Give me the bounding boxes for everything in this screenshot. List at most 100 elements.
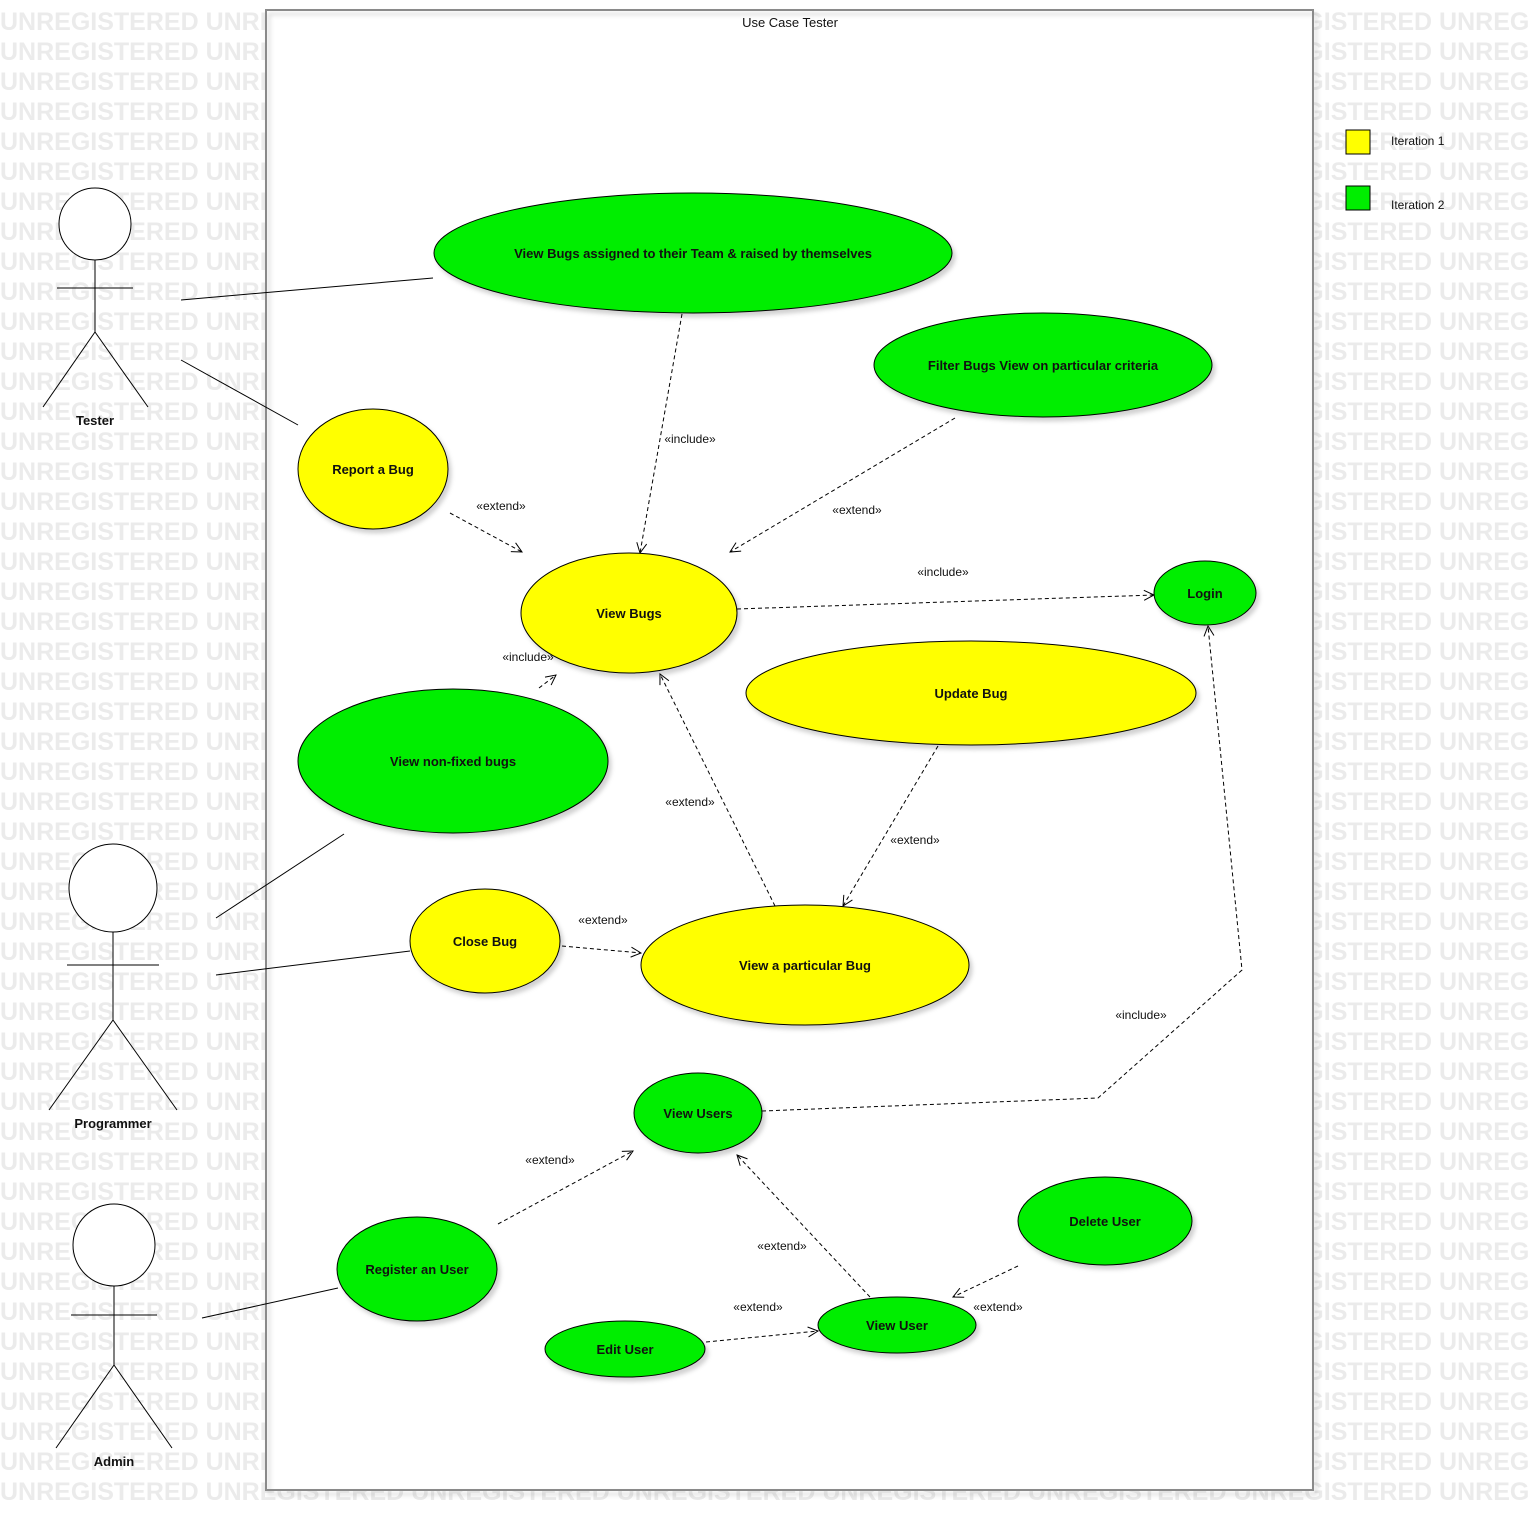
use-case-ellipse	[297, 688, 609, 834]
use-case-ellipse	[640, 904, 970, 1026]
use-cases: View Bugs assigned to their Team & raise…	[297, 192, 1257, 1378]
actor-leg-right	[113, 1364, 173, 1449]
extend-view-particular-bug-to-view-bugs	[660, 674, 776, 907]
stereotype-label: «extend»	[973, 1300, 1023, 1314]
extend-delete-user-to-view-user	[953, 1265, 1019, 1297]
actor-admin[interactable]: Admin	[55, 1203, 173, 1469]
include-view-bugs-team-to-view-bugs	[640, 313, 683, 553]
legend-swatch-iteration-2	[1345, 185, 1371, 211]
use-case-label: Edit User	[596, 1342, 653, 1357]
system-boundary	[265, 9, 1314, 1491]
use-case-edit-user[interactable]: Edit User	[544, 1320, 706, 1378]
legend-label-iteration-2: Iteration 2	[1391, 198, 1445, 212]
use-case-ellipse	[433, 192, 953, 314]
use-case-label: View a particular Bug	[739, 958, 871, 973]
legend: Iteration 1 Iteration 2	[1345, 129, 1445, 212]
stereotype-label: «extend»	[757, 1239, 807, 1253]
include-view-users-to-login	[761, 626, 1243, 1112]
use-case-ellipse	[544, 1320, 706, 1378]
actor-leg-left	[55, 1364, 115, 1449]
use-case-label: Report a Bug	[332, 462, 414, 477]
use-case-label: View Bugs	[596, 606, 662, 621]
use-case-label: View non-fixed bugs	[390, 754, 516, 769]
use-case-login[interactable]: Login	[1153, 560, 1257, 626]
stereotype-label: «extend»	[476, 499, 526, 513]
stereotype-label: «extend»	[525, 1153, 575, 1167]
extend-filter-bugs-to-view-bugs	[730, 417, 956, 552]
use-case-register-user[interactable]: Register an User	[336, 1216, 498, 1322]
stereotype-label: «include»	[917, 565, 969, 579]
use-case-label: View User	[866, 1318, 928, 1333]
use-case-label: Close Bug	[453, 934, 517, 949]
actor-tester[interactable]: Tester	[42, 187, 149, 428]
use-case-ellipse	[633, 1072, 763, 1154]
association-programmer-view-non-fixed	[215, 833, 345, 919]
association-tester-report-bug	[180, 359, 299, 426]
use-case-ellipse	[745, 640, 1197, 746]
extend-report-bug-to-view-bugs	[449, 512, 522, 552]
actor-label: Admin	[94, 1454, 135, 1469]
relationships	[449, 313, 1243, 1343]
stereotype-label: «extend»	[832, 503, 882, 517]
use-case-label: View Bugs assigned to their Team & raise…	[514, 246, 872, 261]
association-admin-register-user	[201, 1287, 339, 1319]
include-view-bugs-to-login	[736, 595, 1154, 610]
use-case-view-user[interactable]: View User	[817, 1296, 977, 1354]
use-case-ellipse	[1017, 1176, 1193, 1266]
use-case-ellipse	[817, 1296, 977, 1354]
use-case-label: Filter Bugs View on particular criteria	[928, 358, 1159, 373]
system-title: Use Case Tester	[742, 15, 839, 30]
use-case-ellipse	[873, 312, 1213, 418]
association-programmer-close-bug	[215, 950, 411, 976]
actor-programmer[interactable]: Programmer	[48, 843, 178, 1131]
associations	[180, 277, 434, 1319]
extend-update-bug-to-view-particular-bug	[843, 745, 939, 906]
use-case-report-bug[interactable]: Report a Bug	[297, 408, 449, 530]
extend-view-user-to-view-users	[737, 1155, 871, 1298]
association-tester-view-bugs-team	[180, 277, 434, 301]
extend-close-bug-to-view-particular-bug	[561, 945, 641, 953]
use-case-label: Login	[1187, 586, 1222, 601]
use-case-ellipse	[336, 1216, 498, 1322]
actor-leg-right	[112, 1019, 178, 1111]
use-case-view-users[interactable]: View Users	[633, 1072, 763, 1154]
use-case-view-bugs-team[interactable]: View Bugs assigned to their Team & raise…	[433, 192, 953, 314]
extend-register-user-to-view-users	[497, 1151, 633, 1225]
stereotype-label: «include»	[502, 650, 554, 664]
use-case-ellipse	[520, 552, 738, 674]
actor-label: Tester	[76, 413, 114, 428]
stereotype-label: «extend»	[890, 833, 940, 847]
use-case-label: View Users	[663, 1106, 732, 1121]
use-case-view-non-fixed[interactable]: View non-fixed bugs	[297, 688, 609, 834]
use-case-view-bugs[interactable]: View Bugs	[520, 552, 738, 674]
actor-label: Programmer	[74, 1116, 151, 1131]
actor-head-icon	[68, 843, 158, 933]
stereotype-label: «include»	[664, 432, 716, 446]
stereotype-labels: «include» «extend» «extend» «include» «i…	[476, 432, 1167, 1314]
use-case-view-particular-bug[interactable]: View a particular Bug	[640, 904, 970, 1026]
extend-edit-user-to-view-user	[705, 1331, 818, 1343]
use-case-label: Register an User	[365, 1262, 468, 1277]
stereotype-label: «include»	[1115, 1008, 1167, 1022]
actor-head-icon	[72, 1203, 156, 1287]
actor-leg-right	[94, 331, 149, 408]
stereotype-label: «extend»	[578, 913, 628, 927]
actor-leg-left	[48, 1019, 114, 1111]
use-case-delete-user[interactable]: Delete User	[1017, 1176, 1193, 1266]
actor-leg-left	[42, 331, 96, 408]
use-case-ellipse	[297, 408, 449, 530]
use-case-update-bug[interactable]: Update Bug	[745, 640, 1197, 746]
use-case-close-bug[interactable]: Close Bug	[409, 888, 561, 994]
actor-head-icon	[58, 187, 132, 261]
legend-swatch-iteration-1	[1345, 129, 1371, 155]
stereotype-label: «extend»	[733, 1300, 783, 1314]
stereotype-label: «extend»	[665, 795, 715, 809]
use-case-ellipse	[1153, 560, 1257, 626]
use-case-ellipse	[409, 888, 561, 994]
use-case-label: Delete User	[1069, 1214, 1141, 1229]
legend-label-iteration-1: Iteration 1	[1391, 134, 1445, 148]
include-view-non-fixed-to-view-bugs	[538, 675, 556, 689]
use-case-label: Update Bug	[935, 686, 1008, 701]
use-case-filter-bugs[interactable]: Filter Bugs View on particular criteria	[873, 312, 1213, 418]
